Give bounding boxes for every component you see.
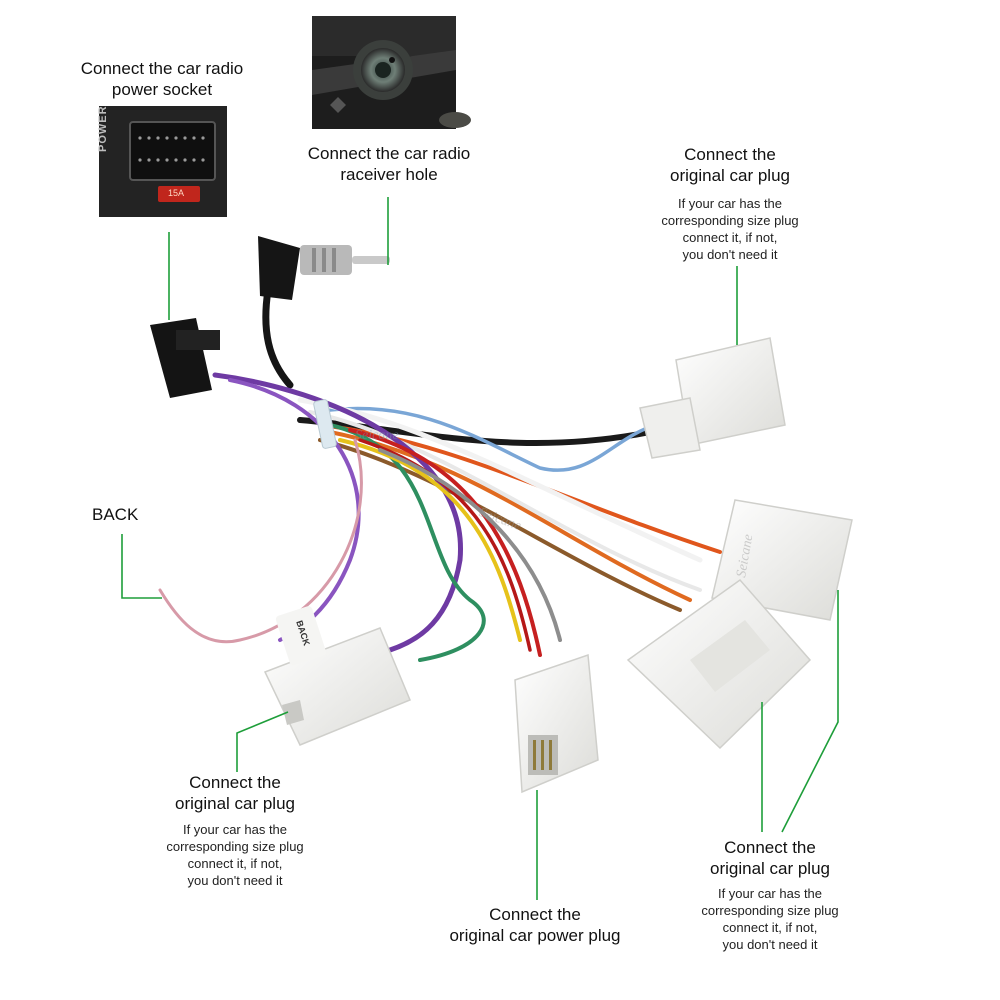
top-right-plug bbox=[639, 337, 786, 459]
label-power-socket: Connect the car radio power socket bbox=[80, 59, 244, 99]
label-top-right-plug: Connect the original car plug bbox=[669, 145, 790, 185]
label-receiver-hole: Connect the car radio raceiver hole bbox=[307, 144, 471, 184]
note-left-plug: If your car has the corresponding size p… bbox=[166, 822, 304, 888]
power-socket-photo bbox=[99, 106, 227, 217]
receiver-hole-photo bbox=[312, 16, 471, 129]
fuse-text: 15A bbox=[168, 188, 185, 198]
back-tag bbox=[275, 606, 327, 666]
wire-bundle bbox=[158, 286, 722, 662]
leader-lines bbox=[121, 197, 839, 900]
label-back: BACK bbox=[92, 505, 139, 524]
leader-right-upper-plug bbox=[781, 590, 839, 833]
power-panel-text: POWER bbox=[97, 105, 109, 152]
right-lower-plug bbox=[626, 578, 812, 750]
watermark-1: Seicane bbox=[355, 428, 399, 443]
leader-back bbox=[121, 534, 162, 599]
label-power-plug: Connect the original car power plug bbox=[449, 905, 621, 945]
left-plug bbox=[263, 627, 411, 746]
label-left-plug: Connect the original car plug bbox=[174, 773, 295, 813]
power-connector bbox=[150, 318, 220, 398]
power-plug bbox=[514, 653, 599, 794]
label-right-plug: Connect the original car plug bbox=[709, 838, 830, 878]
leader-left-plug bbox=[236, 711, 289, 772]
note-top-right-plug: If your car has the corresponding size p… bbox=[661, 196, 799, 262]
antenna-plug bbox=[258, 236, 390, 300]
note-right-plug: If your car has the corresponding size p… bbox=[701, 886, 839, 952]
